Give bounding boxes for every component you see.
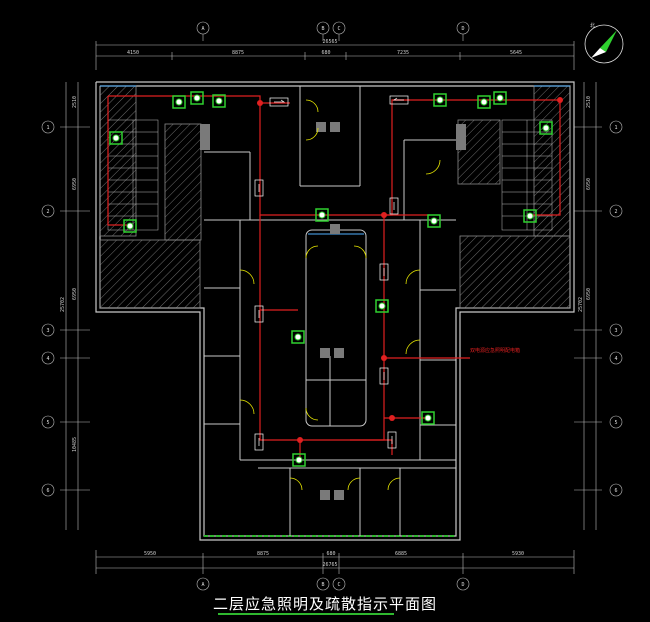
top-dim-2: 8875 (232, 50, 244, 56)
drawing-title: 二层应急照明及疏散指示平面图 (212, 595, 437, 613)
exit-sign-icon (269, 97, 289, 107)
grid-right-5: 5 (614, 420, 617, 426)
emergency-light-icon (427, 214, 441, 228)
exit-sign-icon (254, 305, 264, 323)
exit-sign-icon (254, 433, 264, 451)
top-dim-5: 5645 (510, 50, 522, 56)
stair-right (501, 119, 553, 231)
grid-left-1: 1 (46, 125, 49, 131)
grid-right-6: 6 (614, 488, 617, 494)
grid-left-4: 4 (46, 356, 49, 362)
doors (239, 99, 441, 491)
right-dim-1: 2510 (586, 96, 592, 108)
emergency-light-icon (493, 91, 507, 105)
emergency-light-icon (421, 411, 435, 425)
grid-left-3: 3 (46, 328, 49, 334)
top-dim-1: 4150 (127, 50, 139, 56)
grid-bottom-d: D (461, 582, 464, 588)
right-dim-3: 6950 (586, 288, 592, 300)
columns (200, 122, 466, 500)
grid-bottom-a: A (201, 582, 204, 588)
emergency-light-icon (523, 209, 537, 223)
emergency-light-icon (109, 131, 123, 145)
emergency-light-icon (190, 91, 204, 105)
exit-sign-icon (387, 431, 397, 449)
bottom-dim-5: 5930 (512, 551, 524, 557)
top-total-dim: 26565 (322, 39, 337, 45)
left-dim-2: 6950 (72, 178, 78, 190)
hatched-zones (99, 85, 571, 309)
emergency-light-icon (539, 121, 553, 135)
top-dim-4: 7235 (397, 50, 409, 56)
emergency-light-icon (172, 95, 186, 109)
grid-right-1: 1 (614, 125, 617, 131)
distribution-box-note: 双电源应急照明配电箱 (470, 347, 520, 354)
grid-bottom-b: B (321, 582, 324, 588)
exit-sign-icon (254, 179, 264, 197)
grid-right-2: 2 (614, 209, 617, 215)
emergency-light-icon (315, 208, 329, 222)
left-grid-bubbles (41, 120, 55, 497)
grid-left-6: 6 (46, 488, 49, 494)
grid-top-a: A (201, 26, 204, 32)
exit-sign-icon (379, 263, 389, 281)
exit-signs (254, 95, 409, 451)
emergency-light-icon (433, 93, 447, 107)
exit-sign-icon (379, 367, 389, 385)
top-dim-3: 680 (321, 50, 330, 56)
interior-walls (204, 86, 456, 536)
grid-top-b: B (321, 26, 324, 32)
circuit-junctions (257, 97, 563, 443)
bottom-dim-3: 680 (326, 551, 335, 557)
left-dimensions (60, 82, 90, 530)
left-dim-4: 10485 (72, 437, 78, 452)
bottom-grid-bubbles (196, 577, 470, 591)
title-underline (218, 613, 394, 615)
grid-bottom-c: C (337, 582, 340, 588)
grid-right-3: 3 (614, 328, 617, 334)
bottom-dimensions (95, 550, 575, 574)
north-arrow-icon (584, 24, 624, 64)
grid-left-5: 5 (46, 420, 49, 426)
bottom-dim-4: 6885 (395, 551, 407, 557)
exit-sign-icon (389, 197, 399, 215)
bottom-dim-2: 8875 (257, 551, 269, 557)
right-total-dim: 25702 (578, 297, 584, 312)
grid-top-c: C (337, 26, 340, 32)
top-dimensions (95, 41, 575, 70)
emergency-light-icon (123, 219, 137, 233)
emergency-light-icon (292, 453, 306, 467)
left-dim-1: 2510 (72, 96, 78, 108)
grid-right-4: 4 (614, 356, 617, 362)
grid-left-2: 2 (46, 209, 49, 215)
emergency-light-icon (291, 330, 305, 344)
compass-label: 北 (590, 22, 595, 29)
right-dimensions (574, 82, 602, 530)
emergency-lights (109, 91, 553, 467)
bottom-total-dim: 26765 (322, 562, 337, 568)
emergency-light-icon (477, 95, 491, 109)
right-grid-bubbles (609, 120, 623, 497)
right-dim-2: 6950 (586, 178, 592, 190)
left-dim-3: 6950 (72, 288, 78, 300)
emergency-light-icon (375, 299, 389, 313)
grid-top-d: D (461, 26, 464, 32)
top-grid-bubbles (196, 21, 470, 41)
left-total-dim: 25702 (60, 297, 66, 312)
bottom-dim-1: 5950 (144, 551, 156, 557)
exit-sign-icon (389, 95, 409, 105)
emergency-light-icon (212, 94, 226, 108)
